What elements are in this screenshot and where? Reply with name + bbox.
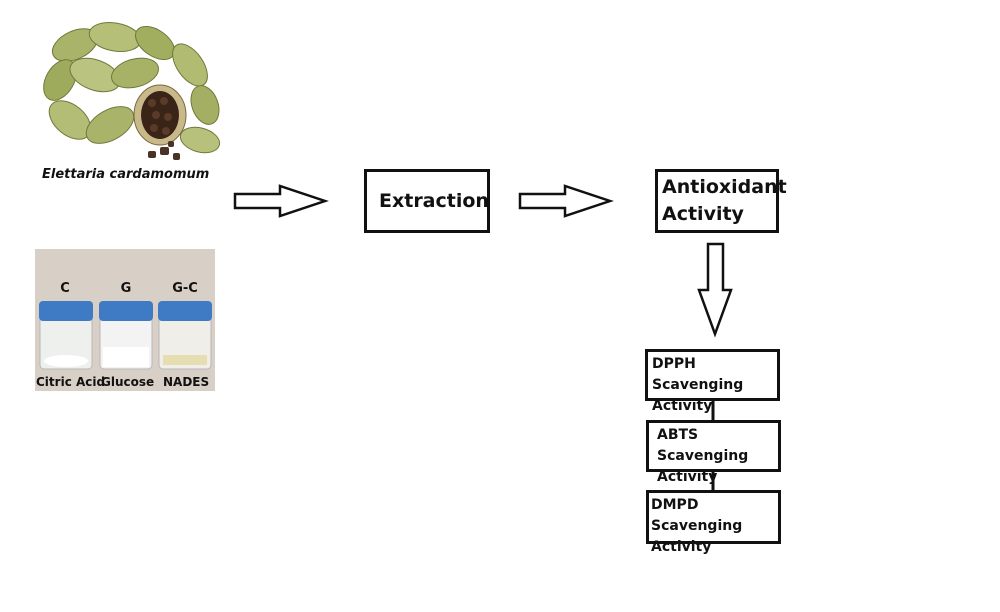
antioxidant-activity-box: Antioxidant Activity (655, 169, 787, 233)
dpph-label-line2: Activity (652, 398, 713, 414)
abts-label-line2: Activity (657, 469, 718, 485)
spice-name-label: Elettaria cardamomum (42, 167, 210, 182)
vial-letter-gc: G-C (172, 281, 198, 296)
dmpd-assay-box: DMPD Scavenging Activity (646, 490, 781, 555)
vial-label-nades: NADES (163, 375, 210, 389)
cardamom-image (43, 21, 221, 160)
dpph-label-line1: DPPH Scavenging (652, 356, 744, 393)
extraction-label: Extraction (379, 190, 489, 212)
abts-label-line1: ABTS Scavenging (657, 427, 749, 464)
vial-letter-c: C (60, 281, 70, 296)
vial-letter-g: G (120, 281, 132, 296)
extraction-box: Extraction (364, 169, 490, 233)
antioxidant-label-line1: Antioxidant (662, 176, 787, 198)
arrow-to-antioxidant (518, 184, 614, 218)
vial-label-glucose: Glucose (101, 375, 155, 389)
dpph-assay-box: DPPH Scavenging Activity (645, 349, 780, 414)
dmpd-label-line1: DMPD Scavenging (651, 497, 743, 534)
dmpd-label-line2: Activity (651, 539, 712, 555)
abts-assay-box: ABTS Scavenging Activity (646, 420, 781, 485)
antioxidant-label-line2: Activity (662, 203, 744, 225)
arrow-to-assays (697, 242, 733, 338)
nades-vials-photo: C G G-C Citric Acid Glucose NADES (35, 249, 215, 391)
vial-label-citric-acid: Citric Acid (36, 375, 106, 389)
arrow-to-extraction (233, 184, 329, 218)
